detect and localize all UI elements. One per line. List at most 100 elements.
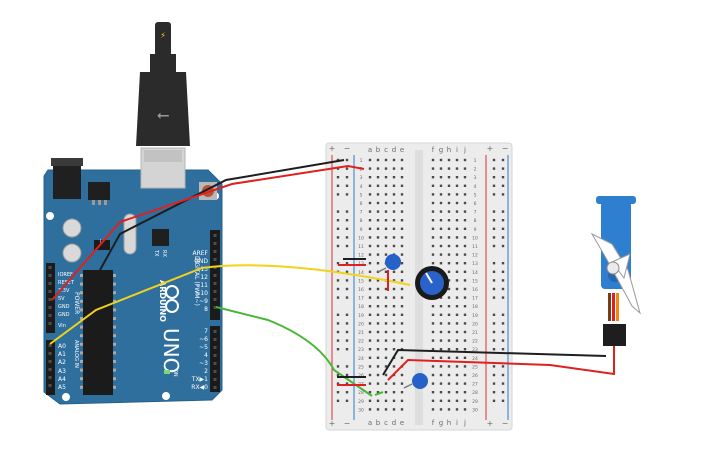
rail-hole[interactable]	[492, 270, 496, 273]
rail-hole[interactable]	[336, 313, 340, 316]
rail-hole[interactable]	[345, 227, 349, 230]
breadboard-hole[interactable]	[439, 219, 443, 222]
breadboard-hole[interactable]	[447, 399, 451, 402]
breadboard-hole[interactable]	[463, 391, 467, 394]
breadboard-hole[interactable]	[463, 399, 467, 402]
rail-hole[interactable]	[336, 322, 340, 325]
breadboard-hole[interactable]	[439, 193, 443, 196]
breadboard-hole[interactable]	[376, 176, 380, 179]
breadboard-hole[interactable]	[463, 236, 467, 239]
breadboard-hole[interactable]	[455, 167, 459, 170]
breadboard-hole[interactable]	[463, 262, 467, 265]
breadboard-hole[interactable]	[384, 330, 388, 334]
breadboard-hole[interactable]	[439, 210, 443, 213]
header-pin-hole[interactable]	[48, 322, 52, 325]
breadboard-hole[interactable]	[400, 296, 404, 299]
breadboard-hole[interactable]	[439, 399, 443, 402]
breadboard-hole[interactable]	[463, 210, 467, 213]
breadboard-hole[interactable]	[376, 356, 380, 359]
rail-hole[interactable]	[336, 227, 340, 230]
wire-black-servo[interactable]	[382, 348, 607, 376]
breadboard-hole[interactable]	[447, 391, 451, 394]
breadboard-hole[interactable]	[400, 184, 404, 187]
header-pin-hole[interactable]	[213, 338, 217, 341]
breadboard-hole[interactable]	[463, 201, 467, 205]
breadboard-hole[interactable]	[455, 365, 459, 368]
breadboard-hole[interactable]	[400, 356, 404, 359]
breadboard-hole[interactable]	[447, 201, 451, 205]
rail-hole[interactable]	[345, 391, 349, 394]
breadboard-hole[interactable]	[455, 158, 459, 162]
breadboard-hole[interactable]	[431, 201, 435, 205]
breadboard-hole[interactable]	[400, 408, 404, 411]
breadboard-hole[interactable]	[455, 193, 459, 196]
breadboard-hole[interactable]	[447, 210, 451, 213]
breadboard-hole[interactable]	[431, 158, 435, 162]
breadboard-hole[interactable]	[447, 244, 451, 248]
breadboard-hole[interactable]	[431, 399, 435, 402]
breadboard-hole[interactable]	[384, 313, 388, 316]
rail-hole[interactable]	[492, 210, 496, 213]
rail-hole[interactable]	[501, 296, 505, 299]
breadboard-hole[interactable]	[368, 373, 372, 377]
rail-hole[interactable]	[492, 339, 496, 342]
breadboard-hole[interactable]	[384, 236, 388, 239]
breadboard-hole[interactable]	[368, 330, 372, 334]
rail-hole[interactable]	[345, 167, 349, 170]
breadboard-hole[interactable]	[447, 176, 451, 179]
header-pin-hole[interactable]	[213, 362, 217, 365]
breadboard-hole[interactable]	[447, 219, 451, 222]
breadboard-hole[interactable]	[439, 296, 443, 299]
breadboard-hole[interactable]	[392, 365, 396, 368]
breadboard-hole[interactable]	[455, 408, 459, 411]
breadboard-hole[interactable]	[376, 184, 380, 187]
rail-hole[interactable]	[501, 348, 505, 351]
breadboard-hole[interactable]	[431, 210, 435, 213]
header-pin-hole[interactable]	[213, 370, 217, 373]
breadboard-hole[interactable]	[376, 219, 380, 222]
breadboard-hole[interactable]	[384, 296, 388, 299]
breadboard-hole[interactable]	[431, 305, 435, 308]
breadboard-hole[interactable]	[384, 219, 388, 222]
breadboard-hole[interactable]	[439, 330, 443, 334]
rail-hole[interactable]	[336, 158, 340, 162]
usb-plug-icon[interactable]: ⚡ ⭠	[136, 22, 190, 189]
breadboard-hole[interactable]	[392, 408, 396, 411]
breadboard-hole[interactable]	[392, 184, 396, 187]
breadboard-hole[interactable]	[431, 227, 435, 230]
header-pin-hole[interactable]	[48, 376, 52, 379]
rail-hole[interactable]	[345, 365, 349, 368]
breadboard-hole[interactable]	[463, 339, 467, 342]
breadboard-hole[interactable]	[447, 322, 451, 325]
breadboard-hole[interactable]	[376, 408, 380, 411]
header-pin-hole[interactable]	[213, 298, 217, 301]
breadboard-hole[interactable]	[463, 373, 467, 377]
rail-hole[interactable]	[492, 158, 496, 162]
breadboard-hole[interactable]	[392, 287, 396, 291]
breadboard-hole[interactable]	[400, 176, 404, 179]
breadboard-hole[interactable]	[463, 348, 467, 351]
rail-hole[interactable]	[492, 279, 496, 282]
breadboard-hole[interactable]	[376, 365, 380, 368]
breadboard-hole[interactable]	[447, 305, 451, 308]
rail-hole[interactable]	[492, 244, 496, 248]
header-pin-hole[interactable]	[213, 378, 217, 381]
breadboard-hole[interactable]	[431, 391, 435, 394]
breadboard-hole[interactable]	[400, 330, 404, 334]
rail-hole[interactable]	[501, 236, 505, 239]
breadboard-hole[interactable]	[463, 382, 467, 385]
breadboard-hole[interactable]	[400, 279, 404, 282]
breadboard-hole[interactable]	[455, 219, 459, 222]
rail-hole[interactable]	[336, 176, 340, 179]
breadboard-hole[interactable]	[431, 167, 435, 170]
breadboard-hole[interactable]	[392, 193, 396, 196]
breadboard-hole[interactable]	[368, 408, 372, 411]
breadboard-hole[interactable]	[463, 279, 467, 282]
header-pin-hole[interactable]	[48, 384, 52, 387]
rail-hole[interactable]	[501, 193, 505, 196]
breadboard-hole[interactable]	[439, 313, 443, 316]
breadboard-hole[interactable]	[400, 313, 404, 316]
breadboard-hole[interactable]	[447, 279, 451, 282]
breadboard-hole[interactable]	[376, 382, 380, 385]
rail-hole[interactable]	[345, 244, 349, 248]
